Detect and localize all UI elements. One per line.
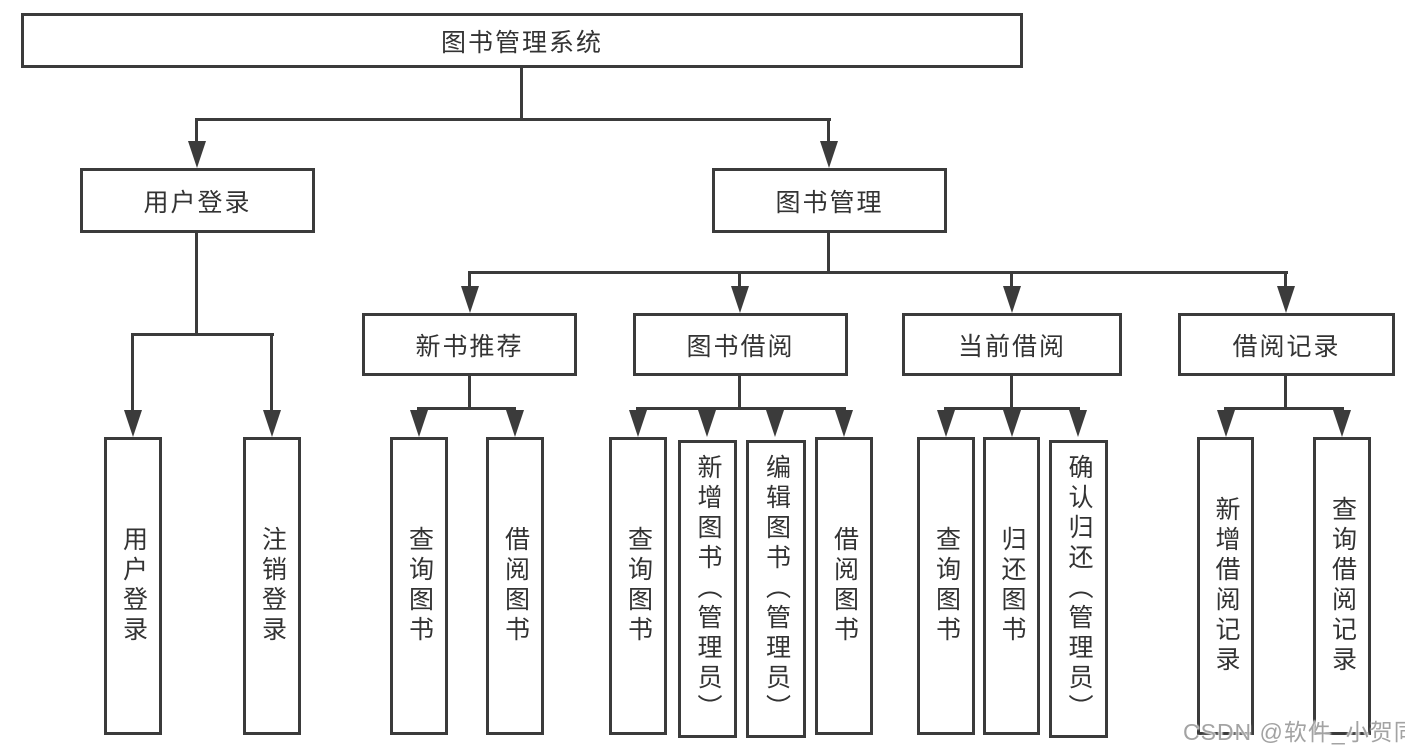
- connector-line: [195, 232, 198, 336]
- leaf-label: 查询图书: [405, 526, 434, 646]
- node-library-system: 图书管理系统: [21, 13, 1023, 68]
- node-label: 图书管理: [775, 188, 884, 217]
- arrow-down-icon: [1069, 410, 1087, 437]
- arrow-down-icon: [1003, 410, 1021, 437]
- arrow-down-icon: [124, 410, 142, 437]
- arrow-down-icon: [835, 410, 853, 437]
- connector-line: [1010, 376, 1013, 410]
- leaf-confirm-return-admin: 确认归还（管理员）: [1049, 440, 1108, 738]
- arrow-down-icon: [263, 410, 281, 437]
- connector-line: [738, 271, 741, 289]
- connector-line: [827, 232, 830, 274]
- leaf-borrow-books-recommend: 借阅图书: [486, 437, 544, 735]
- connector-line: [738, 376, 741, 410]
- leaf-logout: 注销登录: [243, 437, 301, 735]
- leaf-label: 借阅图书: [501, 526, 530, 646]
- connector-line: [131, 333, 274, 336]
- connector-line: [468, 271, 1288, 274]
- arrow-down-icon: [698, 410, 716, 437]
- connector-line: [944, 407, 1080, 410]
- leaf-label: 用户登录: [119, 526, 148, 646]
- node-book-management: 图书管理: [712, 168, 947, 233]
- leaf-label: 查询图书: [624, 526, 653, 646]
- leaf-label: 新增图书（管理员）: [694, 454, 722, 724]
- connector-line: [636, 407, 846, 410]
- node-user-login: 用户登录: [80, 168, 315, 233]
- leaf-label: 查询借阅记录: [1328, 496, 1357, 676]
- connector-line: [270, 333, 273, 413]
- node-label: 借阅记录: [1232, 332, 1341, 361]
- arrow-down-icon: [937, 410, 955, 437]
- leaf-query-borrow-record: 查询借阅记录: [1313, 437, 1371, 735]
- connector-line: [468, 376, 471, 410]
- arrow-down-icon: [731, 286, 749, 313]
- leaf-label: 确认归还（管理员）: [1065, 454, 1093, 724]
- connector-line: [1224, 407, 1344, 410]
- connector-line: [827, 118, 830, 144]
- leaf-label: 查询图书: [932, 526, 961, 646]
- connector-line: [520, 68, 523, 121]
- connector-line: [196, 118, 831, 121]
- leaf-edit-book-admin: 编辑图书（管理员）: [746, 440, 806, 738]
- leaf-add-book-admin: 新增图书（管理员）: [678, 440, 737, 738]
- node-borrow-records: 借阅记录: [1178, 313, 1395, 376]
- leaf-label: 编辑图书（管理员）: [762, 454, 791, 724]
- arrow-down-icon: [506, 410, 524, 437]
- arrow-down-icon: [1217, 410, 1235, 437]
- arrow-down-icon: [1277, 286, 1295, 313]
- leaf-user-login: 用户登录: [104, 437, 162, 735]
- node-label: 新书推荐: [415, 332, 524, 361]
- node-label: 用户登录: [143, 188, 252, 217]
- leaf-query-books-current: 查询图书: [917, 437, 975, 735]
- arrow-down-icon: [461, 286, 479, 313]
- node-new-book-recommend: 新书推荐: [362, 313, 577, 376]
- leaf-label: 借阅图书: [830, 526, 859, 646]
- arrow-down-icon: [766, 410, 784, 437]
- arrow-down-icon: [1333, 410, 1351, 437]
- node-label: 图书管理系统: [440, 28, 603, 57]
- arrow-down-icon: [188, 141, 206, 168]
- leaf-return-book: 归还图书: [983, 437, 1040, 735]
- connector-line: [1284, 376, 1287, 410]
- arrow-down-icon: [820, 141, 838, 168]
- connector-line: [417, 407, 516, 410]
- leaf-add-borrow-record: 新增借阅记录: [1197, 437, 1254, 735]
- arrow-down-icon: [1003, 286, 1021, 313]
- leaf-label: 归还图书: [998, 526, 1026, 646]
- arrow-down-icon: [629, 410, 647, 437]
- connector-line: [1284, 271, 1287, 289]
- leaf-label: 新增借阅记录: [1212, 496, 1240, 676]
- node-label: 图书借阅: [686, 332, 795, 361]
- node-book-borrow: 图书借阅: [633, 313, 848, 376]
- node-label: 当前借阅: [957, 332, 1066, 361]
- node-current-borrow: 当前借阅: [902, 313, 1122, 376]
- leaf-query-books-recommend: 查询图书: [390, 437, 448, 735]
- leaf-label: 注销登录: [258, 526, 287, 646]
- leaf-borrow-books: 借阅图书: [815, 437, 873, 735]
- leaf-query-books-borrow: 查询图书: [609, 437, 667, 735]
- connector-line: [1010, 271, 1013, 289]
- connector-line: [195, 118, 198, 144]
- watermark: CSDN @软件_小贺同学: [1183, 719, 1405, 745]
- connector-line: [131, 333, 134, 413]
- arrow-down-icon: [410, 410, 428, 437]
- connector-line: [468, 271, 471, 289]
